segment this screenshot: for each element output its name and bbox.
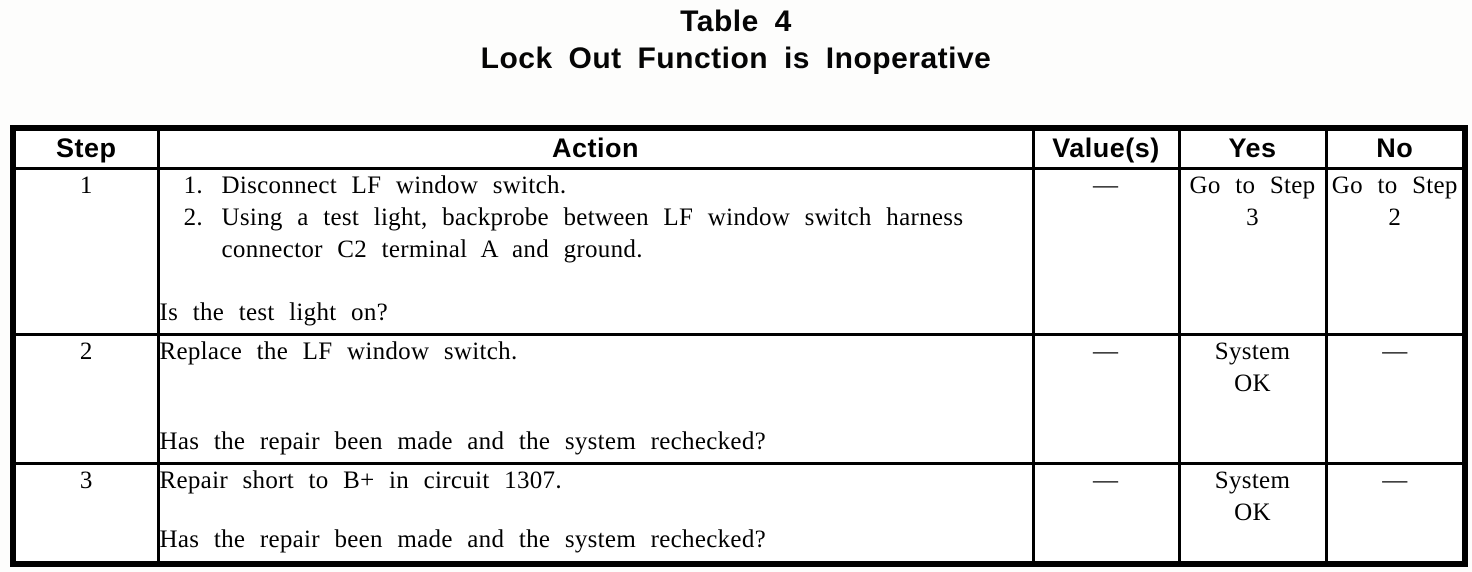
yes-cell-line: 3: [1246, 203, 1259, 231]
col-header-values: Value(s): [1031, 126, 1181, 170]
no-cell-line: Go to Step: [1331, 171, 1458, 199]
action-step-item: Using a test light, backprobe between LF…: [218, 202, 1012, 266]
table-row-step-2: 2 Replace the LF window switch. Has the …: [11, 332, 1467, 465]
action-instruction: Repair short to B+ in circuit 1307.: [159, 466, 562, 494]
yes-cell-line: OK: [1234, 369, 1271, 397]
values-cell: —: [1031, 461, 1181, 566]
yes-cell: System OK: [1177, 332, 1328, 465]
no-cell-line: —: [1382, 337, 1408, 365]
values-cell: —: [1031, 166, 1181, 336]
col-header-no: No: [1324, 126, 1467, 170]
col-header-yes: Yes: [1177, 126, 1328, 170]
action-cell: Disconnect LF window switch. Using a tes…: [156, 166, 1035, 336]
action-question: Is the test light on?: [159, 298, 389, 326]
table-title-number: Table 4: [680, 5, 792, 38]
no-cell-line: —: [1382, 466, 1408, 494]
action-cell: Replace the LF window switch. Has the re…: [156, 332, 1035, 465]
step-number-cell: 1: [11, 166, 160, 336]
table-row-step-1: 1 Disconnect LF window switch. Using a t…: [11, 166, 1467, 336]
action-step-item: Disconnect LF window switch.: [218, 171, 1012, 202]
table-title-text: Lock Out Function is Inoperative: [480, 42, 992, 75]
no-cell-line: 2: [1388, 203, 1402, 231]
no-cell: Go to Step 2: [1324, 166, 1467, 336]
col-header-action: Action: [156, 126, 1035, 170]
table-row-step-3: 3 Repair short to B+ in circuit 1307. Ha…: [11, 461, 1467, 566]
yes-cell-line: System: [1214, 337, 1291, 365]
header-row: Step Action Value(s) Yes No: [11, 126, 1467, 170]
yes-cell-line: System: [1214, 466, 1291, 494]
action-steps-list: Disconnect LF window switch. Using a tes…: [161, 171, 1030, 266]
action-question: Has the repair been made and the system …: [159, 427, 767, 455]
diagnostic-table: Step Action Value(s) Yes No 1 Disconnect…: [10, 125, 1468, 567]
yes-cell: Go to Step 3: [1177, 166, 1328, 336]
step-number-cell: 2: [11, 332, 160, 465]
no-cell: —: [1324, 461, 1467, 566]
yes-cell-line: OK: [1234, 498, 1271, 526]
yes-cell-line: Go to Step: [1189, 171, 1316, 199]
no-cell: —: [1324, 332, 1467, 465]
table-title: Table 4 Lock Out Function is Inoperative: [0, 3, 1472, 77]
action-instruction: Replace the LF window switch.: [159, 337, 518, 365]
values-cell: —: [1031, 332, 1181, 465]
step-number-cell: 3: [11, 461, 160, 566]
col-header-step: Step: [11, 126, 160, 170]
action-cell: Repair short to B+ in circuit 1307. Has …: [156, 461, 1035, 566]
action-question: Has the repair been made and the system …: [159, 525, 767, 553]
yes-cell: System OK: [1177, 461, 1328, 566]
